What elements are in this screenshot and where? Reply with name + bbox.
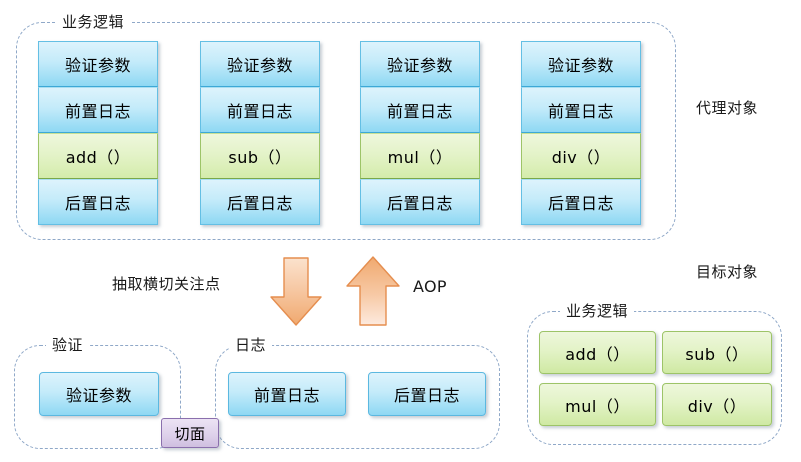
proxy-cell-before-log: 前置日志 <box>521 87 641 133</box>
proxy-cell-method: mul（） <box>360 133 480 179</box>
proxy-cell-validate-params: 验证参数 <box>38 41 158 87</box>
proxy-cell-method: sub（） <box>200 133 320 179</box>
proxy-column-div[interactable]: 验证参数 前置日志 div（） 后置日志 <box>521 41 641 225</box>
target-method-div[interactable]: div（） <box>662 383 772 426</box>
validation-aspect-label: 验证 <box>46 338 90 353</box>
target-method-mul[interactable]: mul（） <box>539 383 656 426</box>
target-method-add[interactable]: add（） <box>539 331 656 374</box>
proxy-cell-validate-params: 验证参数 <box>360 41 480 87</box>
proxy-object-group <box>16 22 676 240</box>
proxy-cell-method: div（） <box>521 133 641 179</box>
proxy-column-add[interactable]: 验证参数 前置日志 add（） 后置日志 <box>38 41 158 225</box>
aspect-chip-before-log[interactable]: 前置日志 <box>228 372 346 416</box>
proxy-cell-method: add（） <box>38 133 158 179</box>
aspect-chip-after-log[interactable]: 后置日志 <box>368 372 486 416</box>
proxy-cell-before-log: 前置日志 <box>38 87 158 133</box>
proxy-cell-validate-params: 验证参数 <box>200 41 320 87</box>
target-business-logic-group <box>527 311 782 445</box>
proxy-column-mul[interactable]: 验证参数 前置日志 mul（） 后置日志 <box>360 41 480 225</box>
proxy-cell-before-log: 前置日志 <box>360 87 480 133</box>
proxy-column-sub[interactable]: 验证参数 前置日志 sub（） 后置日志 <box>200 41 320 225</box>
log-aspect-group <box>215 345 500 449</box>
extract-crosscutting-concerns-caption: 抽取横切关注点 <box>112 275 221 293</box>
validation-aspect-group <box>14 345 181 449</box>
proxy-cell-after-log: 后置日志 <box>360 179 480 225</box>
arrow-up-icon <box>346 256 400 326</box>
proxy-cell-validate-params: 验证参数 <box>521 41 641 87</box>
aspect-badge[interactable]: 切面 <box>161 418 219 448</box>
target-business-logic-label: 业务逻辑 <box>560 304 635 319</box>
proxy-business-logic-label: 业务逻辑 <box>56 15 131 30</box>
aop-caption: AOP <box>413 277 447 296</box>
proxy-cell-after-log: 后置日志 <box>200 179 320 225</box>
arrow-down-icon <box>270 257 322 326</box>
proxy-cell-after-log: 后置日志 <box>521 179 641 225</box>
proxy-cell-before-log: 前置日志 <box>200 87 320 133</box>
proxy-cell-after-log: 后置日志 <box>38 179 158 225</box>
target-method-sub[interactable]: sub（） <box>662 331 772 374</box>
proxy-object-caption: 代理对象 <box>696 99 759 117</box>
log-aspect-label: 日志 <box>229 338 273 353</box>
aspect-chip-validate-params[interactable]: 验证参数 <box>39 372 159 416</box>
target-object-caption: 目标对象 <box>696 263 759 281</box>
